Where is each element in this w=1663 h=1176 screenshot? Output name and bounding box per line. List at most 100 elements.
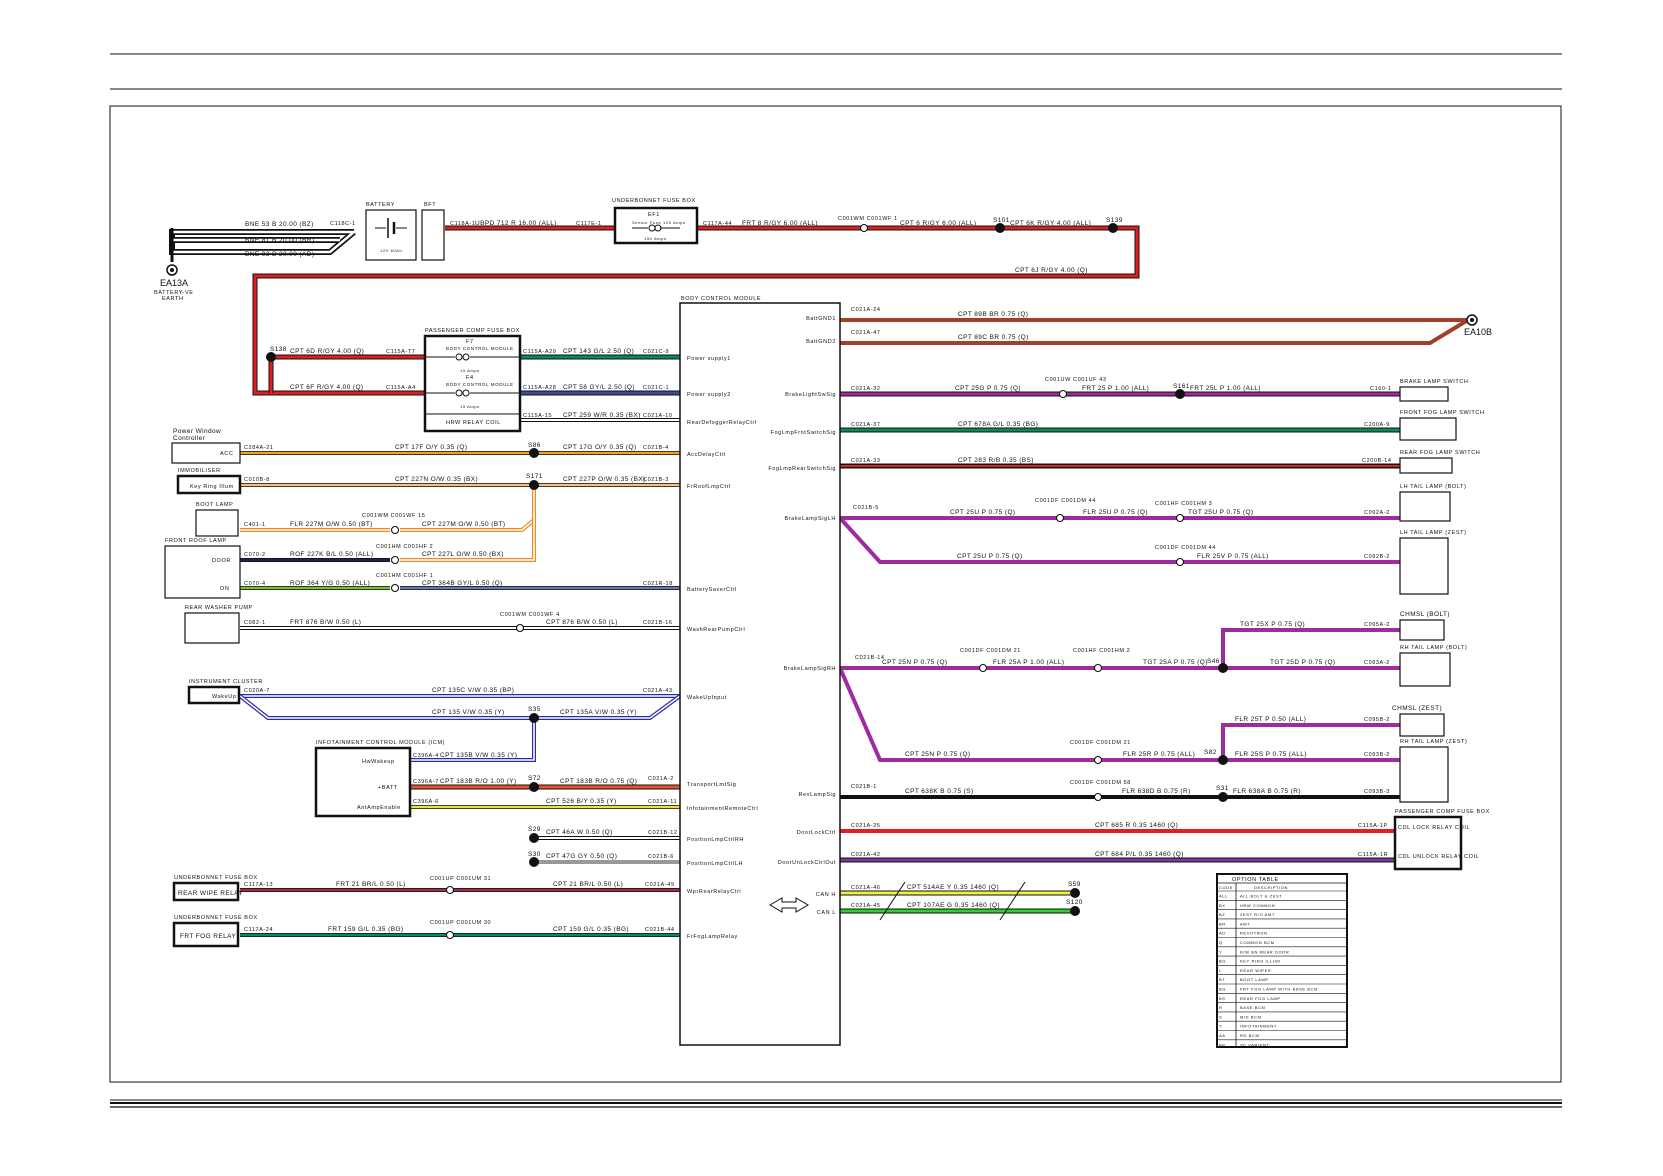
label-cpt6f: CPT 6F R/GY 4.00 (Q) [290,384,364,391]
ubfb-label: UNDERBONNET FUSE BOX [612,198,696,204]
pcfb2-label: PASSENGER COMP FUSE BOX [1395,809,1490,815]
bcm-pins-right: BattGND1 BattGND2 BrakeLightSwSig FogLmp… [768,316,836,916]
splice-dots [266,223,1228,916]
label-frt21: FRT 21 BR/L 0.50 (L) [336,881,406,888]
label-flr638d: FLR 638D B 0.75 (R) [1122,788,1191,795]
splice-s138 [266,352,276,362]
pin-acc-delay: AccDelayCtrl [687,452,726,458]
conn-c021b1: C021B-1 [851,784,877,790]
earth-label: EARTH [162,296,184,302]
splice-label-s46: S46 [1207,658,1220,665]
label-cpt183b: CPT 183B R/O 1.00 (Y) [440,778,517,785]
label-cpt678a: CPT 678A G/L 0.35 (BG) [958,421,1038,428]
conn-c396a7: C396A-7 [413,779,439,785]
pin-brake-light-sw: BrakeLightSwSig [785,392,836,398]
ef1-label: EF1 [648,212,660,218]
conn-c092b2: C092B-2 [1364,554,1390,560]
option-header-code: CODE [1219,885,1233,890]
splice-label-s161: S161 [1173,383,1190,390]
label-cpt46a: CPT 46A W 0.50 (Q) [546,829,613,836]
option-code: Q [1219,940,1223,945]
label-tgt25u: TGT 25U P 0.75 (Q) [1188,509,1253,516]
icm-hwwakeup: HwWakeup [362,759,395,765]
ea13a-label: EA13A [160,278,188,288]
bcm-pins-left: Power supply1 Power supply2 RearDefogger… [687,356,758,940]
conn-c001wf4: C001WM C001WF 4 [500,612,560,618]
option-description: FRT FOG LAMP WITH BASE BCM [1240,987,1318,992]
conn-c001wf1: C001WM C001WF 1 [838,216,898,222]
label-cpt283: CPT 283 R/B 0.35 (BS) [958,457,1034,464]
battery-ve-label: BATTERY-VE [154,290,194,296]
conn-c118a: C118A-1 [450,221,476,227]
label-cpt135: CPT 135 V/W 0.35 (Y) [432,709,505,716]
splice-s35 [529,713,539,723]
label-cpt227l: CPT 227L O/W 0.50 (BX) [422,551,504,558]
diagram-frame [109,105,1562,1083]
option-description: COMMON BCM [1240,940,1275,945]
earth-ea10b: EA10B [1464,314,1492,337]
label-712: UBPD 712 R 16.00 (ALL) [475,220,557,227]
label-tgt25x: TGT 25X P 0.75 (Q) [1240,621,1305,628]
label-cpt89b: CPT 89B BR 0.75 (Q) [958,311,1028,318]
pin-power-supply1: Power supply1 [687,356,731,362]
chmsl-bolt-label: CHMSL (BOLT) [1400,611,1450,618]
label-cpt6d: CPT 6D R/GY 4.00 (Q) [290,348,364,355]
pin-batt-gnd2: BattGND2 [806,339,836,345]
f7-amps: 15 Amps [460,368,480,373]
conn-c021b6: C021B-6 [648,854,674,860]
option-description: R/W BN REAR DOOR [1240,949,1289,954]
label-cpt17g: CPT 17G O/Y 0.35 (Q) [563,444,637,451]
label-cpt89c: CPT 89C BR 0.75 (Q) [958,334,1029,341]
option-description: KEY RING ILLUM [1240,959,1280,964]
option-code: BS [1219,996,1226,1001]
rh-tail-bolt-label: RH TAIL LAMP (BOLT) [1400,645,1467,651]
rh-tail-zest-label: RH TAIL LAMP (ZEST) [1400,739,1467,745]
conn-c010b8: C010B-8 [244,477,270,483]
pin-fog-frnt-sw: FogLmpFrntSwitchSig [770,430,836,436]
splice-label-s101: S101 [993,217,1010,224]
splice-label-s139: S139 [1106,217,1123,224]
label-cpt6: CPT 6 R/GY 6.00 (ALL) [900,220,976,227]
f7-desc: BODY CONTROL MODULE [446,346,514,351]
wire-layer [169,225,1470,937]
label-flr25t: FLR 25T P 0.50 (ALL) [1235,716,1306,723]
conn-c021a42: C021A-42 [851,852,881,858]
conn-c021b5: C021B-5 [853,505,879,511]
option-code: L [1219,968,1222,973]
option-code: S [1219,1014,1222,1019]
splice-label-s72: S72 [528,775,541,782]
ea10b-label: EA10B [1464,327,1492,337]
ubfb2-label: UNDERBONNET FUSE BOX [174,875,258,881]
conn-c082: C082-1 [244,620,266,626]
splice-s72 [529,782,539,792]
label-cpt47g: CPT 47G GY 0.50 (Q) [546,853,617,860]
rear-wipe-relay-label: REAR WIPE RELAY [178,890,243,897]
pwc-label-2: Controller [173,435,206,442]
splice-s86 [529,448,539,458]
icm-antenna: AntAmpEnable [357,805,401,811]
label-flr25s: FLR 25S P 0.75 (ALL) [1235,751,1307,758]
conn-c396a6: C396A-6 [413,799,439,805]
key-ring-illum-label: Key Ring Illum [190,484,234,490]
conn-c070-2: C070-2 [244,552,266,558]
ef1-amps: 150 Amps [644,236,667,241]
conn-c021a37: C021A-37 [851,422,881,428]
label-cpt514ae: CPT 514AE Y 0.35 1460 (Q) [907,884,999,891]
option-code: BT [1219,977,1225,982]
icm-vbatt: +BATT [378,785,398,791]
splice-s139 [1108,223,1118,233]
power-window-controller: Power Window Controller ACC [171,428,241,464]
conn-c001hm2: C001HF C001HM 2 [1073,648,1130,654]
conn-c095a2: C095A-2 [1364,622,1390,628]
conn-c401: C401-1 [244,522,266,528]
conn-c118c: C118C-1 [330,221,356,227]
label-cpt17f: CPT 17F O/Y 0.35 (Q) [395,444,467,451]
option-code: R [1219,1005,1223,1010]
conn-c021a25: C021A-25 [851,823,881,829]
splice-labels: S101 S139 S138 S86 S171 S35 S72 S29 S30 … [270,217,1228,906]
option-description: REAR FOG LAMP [1240,996,1281,1001]
wire-89c [840,318,1470,345]
conn-c021b3: C021B-3 [643,477,669,483]
conn-c095b2: C095B-2 [1364,717,1390,723]
conn-c115a-t7: C115A-T7 [386,349,415,355]
